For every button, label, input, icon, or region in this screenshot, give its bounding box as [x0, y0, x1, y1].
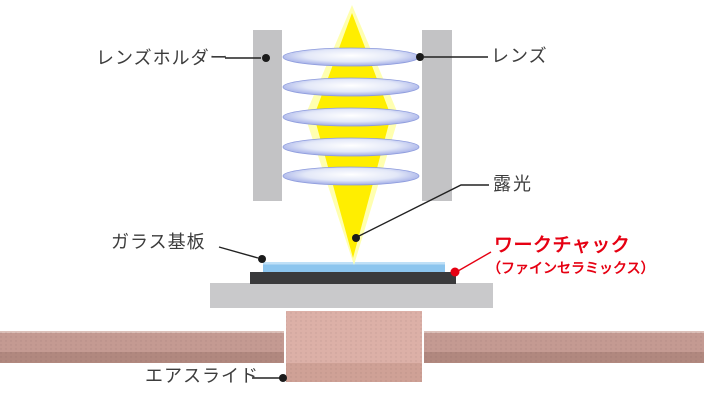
lens-ellipse-4: [282, 137, 420, 157]
leader-dot-glass-substrate: [258, 255, 266, 263]
work-chuck-plate: [250, 272, 456, 284]
lens-holder-right-bar: [422, 30, 452, 201]
stage-base-plate: [210, 283, 493, 308]
leader-dot-lens-holder: [262, 54, 270, 62]
label-work-chuck: ワークチャック （ファインセラミックス）: [487, 235, 655, 277]
leader-dot-work-chuck: [450, 267, 460, 277]
leader-line-glass-substrate: [218, 246, 259, 259]
label-glass-substrate: ガラス基板: [111, 232, 206, 252]
leader-dot-air-slide: [279, 374, 287, 382]
label-work-chuck-subtitle: （ファインセラミックス）: [487, 259, 655, 276]
glass-substrate-plate: [263, 262, 445, 272]
leader-line-work-chuck: [457, 251, 492, 272]
lens-ellipse-3: [282, 107, 420, 127]
label-exposure: 露光: [493, 174, 533, 194]
light-beam-core: [314, 13, 391, 258]
label-work-chuck-title: ワークチャック: [494, 235, 631, 256]
leader-dot-lens: [416, 53, 424, 61]
label-air-slide: エアスライド: [145, 366, 259, 386]
leader-line-exposure: [356, 184, 489, 238]
lens-ellipse-1: [282, 47, 420, 67]
air-slide-block-texture: [286, 311, 422, 382]
lens-ellipse-5: [282, 166, 420, 186]
lens-ellipse-2: [282, 77, 420, 97]
leader-dot-exposure: [352, 234, 360, 242]
label-lens: レンズ: [491, 46, 548, 66]
label-lens-holder: レンズホルダー: [96, 48, 229, 68]
